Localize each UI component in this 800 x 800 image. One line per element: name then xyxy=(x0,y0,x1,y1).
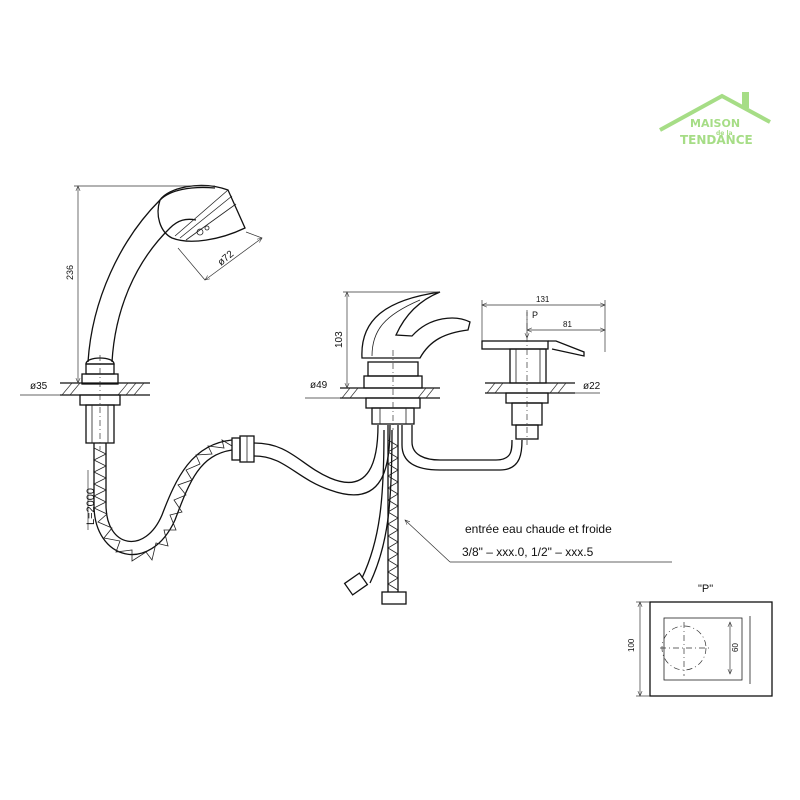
logo-line1: MAISON xyxy=(690,117,740,130)
dim-72-label: ø72 xyxy=(216,249,237,269)
dim-hose-length: L=2000 xyxy=(85,470,97,530)
mixer-tap xyxy=(361,291,471,430)
dim-diverter-widths: 131 81 P xyxy=(482,295,605,352)
detail-p: "P" 100 60 xyxy=(627,583,773,696)
inlet-note: entrée eau chaude et froide 3/8" – xxx.0… xyxy=(405,520,672,563)
diverter-handle xyxy=(481,310,585,445)
dim-handshower-height: 236 xyxy=(65,186,215,383)
dim-49-label: ø49 xyxy=(310,380,328,391)
dim-131-label: 131 xyxy=(536,295,550,304)
spiral-hose xyxy=(93,435,255,562)
brand-logo: MAISON de la TENDANCE xyxy=(659,92,771,147)
deck-hatching xyxy=(61,382,567,399)
dim-81-label: 81 xyxy=(563,320,572,329)
note-line2: 3/8" – xxx.0, 1/2" – xxx.5 xyxy=(462,545,594,559)
dim-103-label: 103 xyxy=(334,331,345,348)
dim-lever-height: 103 xyxy=(334,292,440,388)
detail-title: "P" xyxy=(698,583,713,595)
detail-60-label: 60 xyxy=(731,643,740,652)
p-marker-label: P xyxy=(532,310,538,320)
hand-shower xyxy=(79,184,246,450)
logo-line2: de la xyxy=(716,130,733,137)
logo-line3: TENDANCE xyxy=(680,133,753,147)
dim-236-label: 236 xyxy=(65,265,75,280)
dim-22-label: ø22 xyxy=(583,381,601,392)
dim-2000-label: L=2000 xyxy=(85,488,97,525)
dim-35-label: ø35 xyxy=(30,381,48,392)
connecting-pipes xyxy=(253,424,523,605)
detail-100-label: 100 xyxy=(627,638,636,652)
dim-handshower-diameter: ø72 xyxy=(177,231,262,280)
note-line1: entrée eau chaude et froide xyxy=(465,522,612,536)
